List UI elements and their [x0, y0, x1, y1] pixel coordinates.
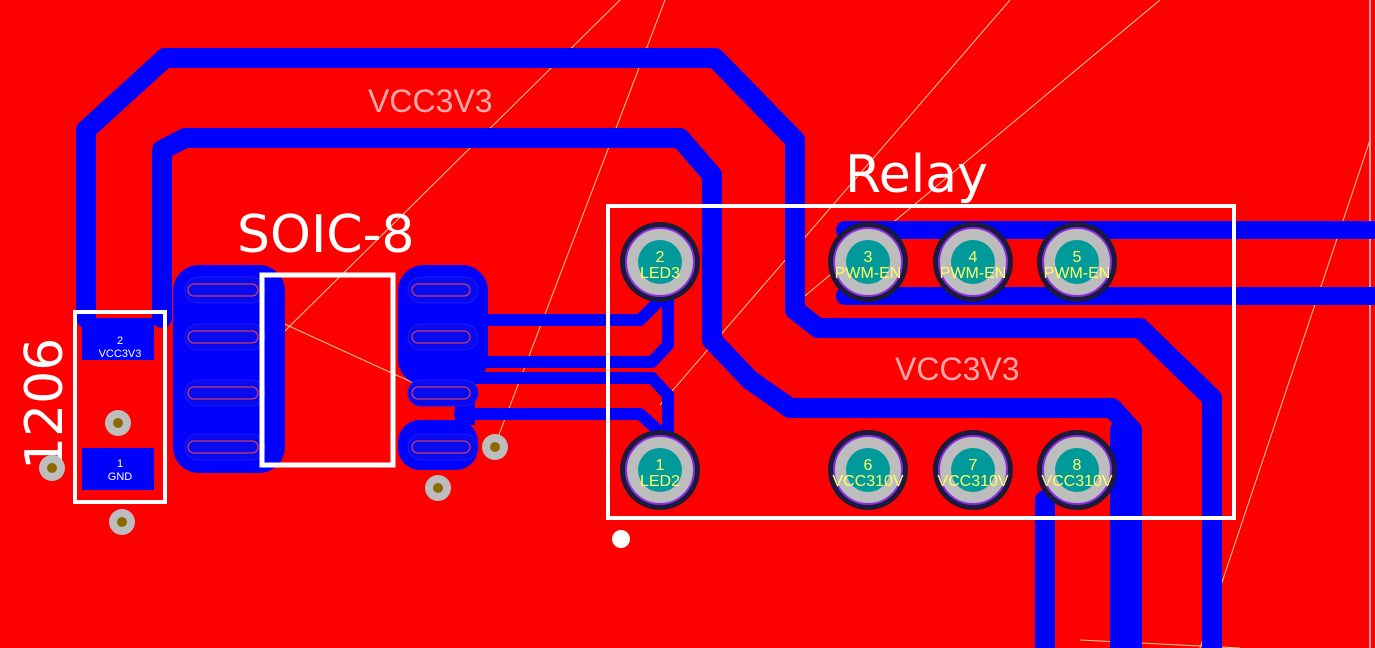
- relay-pin-number: 2: [656, 249, 665, 266]
- relay-pin-number: 4: [969, 249, 978, 266]
- relay-outline: [606, 204, 1236, 520]
- relay-pin-net: VCC310V: [937, 473, 1008, 490]
- relay-pad-pin-4[interactable]: 4 PWM-EN: [933, 222, 1013, 302]
- r1206-outline: [73, 310, 167, 504]
- relay-pin-number: 1: [656, 457, 665, 474]
- soic8-body-outline: [259, 272, 396, 468]
- relay-pin1-marker: [612, 530, 630, 548]
- relay-pin-net: LED2: [640, 473, 680, 490]
- relay-pin-number: 5: [1073, 249, 1082, 266]
- relay-pin-net: LED3: [640, 265, 680, 282]
- net-label-vcc3v3: VCC3V3: [368, 83, 493, 119]
- relay-pad-pin-8[interactable]: 8 VCC310V: [1037, 430, 1117, 510]
- relay-pin-net: PWM-EN: [835, 265, 902, 282]
- relay-pad-pin-1[interactable]: 1 LED2: [620, 430, 700, 510]
- r1206-designator: 1206: [15, 338, 75, 470]
- r1206-pin-number: 1: [117, 458, 123, 470]
- relay-pin-net: PWM-EN: [1044, 265, 1111, 282]
- relay-pad-pin-2[interactable]: 2 LED3: [620, 222, 700, 302]
- relay-pad-pin-7[interactable]: 7 VCC310V: [933, 430, 1013, 510]
- relay-pin-number: 7: [969, 457, 978, 474]
- r1206-pad-2[interactable]: [82, 318, 154, 360]
- relay-pad-pin-6[interactable]: 6 VCC310V: [828, 430, 908, 510]
- soic8-designator: SOIC-8: [237, 205, 414, 265]
- relay-pin-number: 6: [864, 457, 873, 474]
- relay-pin-net: VCC310V: [1041, 473, 1112, 490]
- r1206-pin-number: 2: [117, 335, 123, 347]
- r1206-pad-1[interactable]: [82, 448, 154, 490]
- relay-designator: Relay: [845, 145, 988, 205]
- relay-pad-pin-3[interactable]: 3 PWM-EN: [828, 222, 908, 302]
- relay-pin-number: 3: [864, 249, 873, 266]
- relay-pin-net: VCC310V: [832, 473, 903, 490]
- r1206-pin-net: GND: [108, 471, 133, 483]
- relay-pad-pin-5[interactable]: 5 PWM-EN: [1037, 222, 1117, 302]
- via-group: [39, 410, 508, 535]
- r1206-pin-net: VCC3V3: [99, 348, 142, 360]
- trace-layer: [76, 48, 1375, 648]
- soic8-pad-outlines: [187, 283, 471, 454]
- relay-pin-net: PWM-EN: [940, 265, 1007, 282]
- relay-pin-number: 8: [1073, 457, 1082, 474]
- net-label-vcc3v3: VCC3V3: [895, 351, 1020, 387]
